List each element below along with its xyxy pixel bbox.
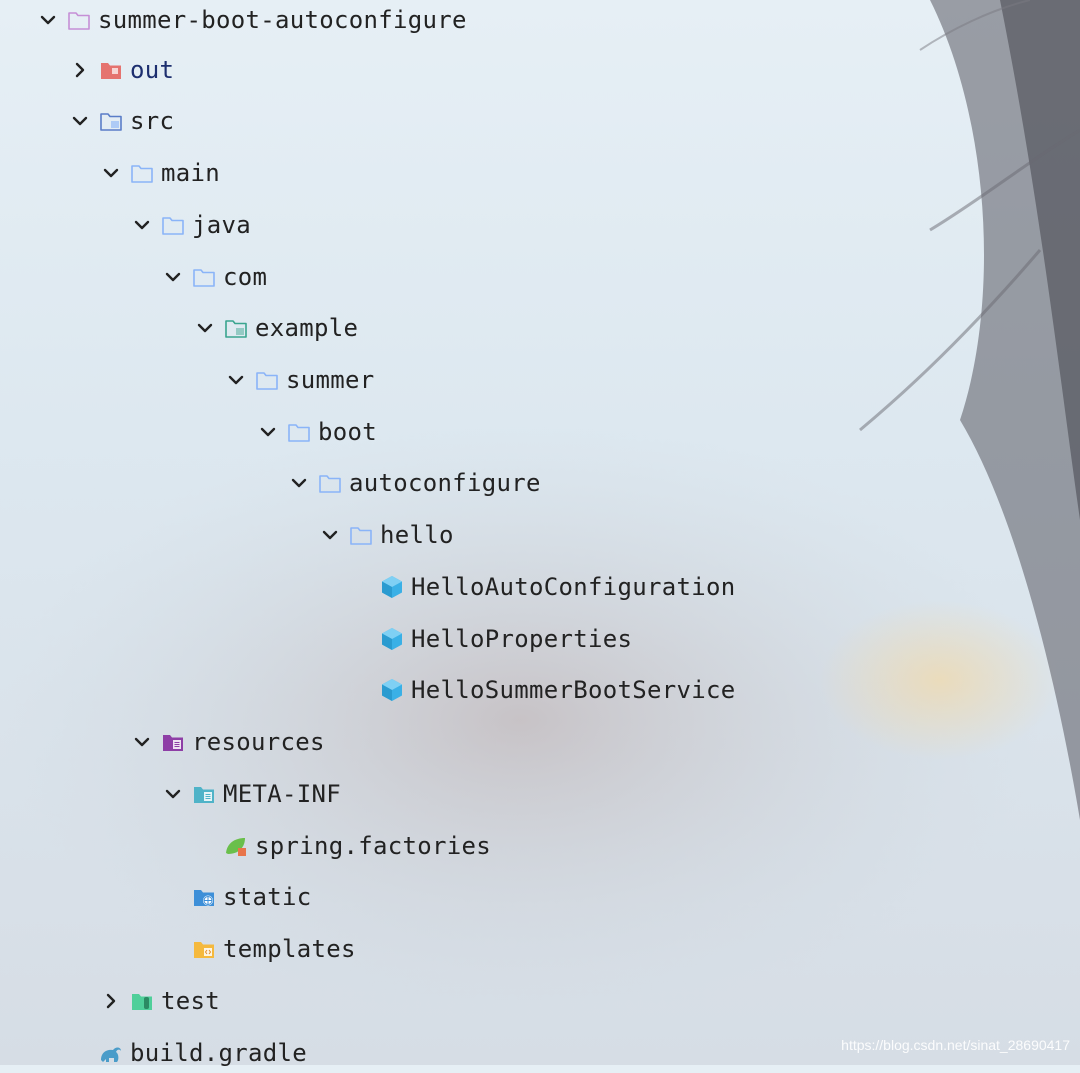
tree-item-static[interactable]: static [161,877,312,917]
spring-leaf-icon [223,833,249,859]
tree-item-label: java [192,211,251,239]
tree-item-label: META-INF [223,780,341,808]
chevron-right-icon[interactable] [99,989,123,1013]
folder-icon [348,522,374,548]
resources-folder-icon [160,729,186,755]
tree-item-hello[interactable]: hello [318,515,454,555]
package-folder-icon [223,315,249,341]
tree-item-src[interactable]: src [68,101,174,141]
tree-item-example[interactable]: example [193,308,358,348]
chevron-down-icon[interactable] [36,8,60,32]
class-cube-icon [379,677,405,703]
tree-item-label: summer [286,366,375,394]
tree-item-label: summer-boot-autoconfigure [98,6,467,34]
source-folder-icon [98,108,124,134]
tree-item-resources[interactable]: resources [130,722,325,762]
tree-item-spring-factories[interactable]: spring.factories [193,826,491,866]
tree-item-hellosummerbootservice[interactable]: HelloSummerBootService [349,670,735,710]
tree-item-label: hello [380,521,454,549]
tree-item-java[interactable]: java [130,205,251,245]
tree-item-out[interactable]: out [68,50,174,90]
tree-item-com[interactable]: com [161,257,267,297]
tree-item-label: HelloProperties [411,625,633,653]
chevron-down-icon[interactable] [224,368,248,392]
chevron-down-icon[interactable] [256,420,280,444]
folder-icon [160,212,186,238]
tree-item-label: boot [318,418,377,446]
tree-item-templates[interactable]: templates [161,929,356,969]
test-folder-icon [129,988,155,1014]
tree-item-main[interactable]: main [99,153,220,193]
tree-item-label: build.gradle [130,1039,307,1067]
chevron-down-icon[interactable] [130,730,154,754]
tree-item-label: HelloAutoConfiguration [411,573,736,601]
tree-item-build-gradle[interactable]: build.gradle [68,1033,307,1073]
excluded-folder-icon [98,57,124,83]
chevron-right-icon[interactable] [68,58,92,82]
tree-item-label: templates [223,935,356,963]
tree-item-label: static [223,883,312,911]
gradle-icon [98,1040,124,1066]
module-folder-icon [66,7,92,33]
tree-item-label: spring.factories [255,832,491,860]
templates-folder-icon [191,936,217,962]
tree-item-meta-inf[interactable]: META-INF [161,774,341,814]
chevron-down-icon[interactable] [99,161,123,185]
folder-icon [254,367,280,393]
watermark: https://blog.csdn.net/sinat_28690417 [841,1037,1070,1053]
chevron-down-icon[interactable] [130,213,154,237]
tree-item-label: main [161,159,220,187]
tree-item-label: src [130,107,175,135]
tree-item-autoconfigure[interactable]: autoconfigure [287,463,541,503]
tree-item-summer[interactable]: summer [224,360,375,400]
chevron-down-icon[interactable] [161,782,185,806]
tree-item-helloproperties[interactable]: HelloProperties [349,619,632,659]
tree-item-label: example [255,314,359,342]
chevron-down-icon[interactable] [193,316,217,340]
chevron-down-icon[interactable] [287,471,311,495]
tree-item-boot[interactable]: boot [256,412,377,452]
tree-item-test[interactable]: test [99,981,220,1021]
tree-item-label: test [161,987,220,1015]
tree-item-label: resources [192,728,325,756]
class-cube-icon [379,626,405,652]
folder-icon [191,264,217,290]
folder-icon [317,470,343,496]
class-cube-icon [379,574,405,600]
folder-icon [286,419,312,445]
meta-folder-icon [191,781,217,807]
chevron-down-icon[interactable] [68,109,92,133]
chevron-down-icon[interactable] [318,523,342,547]
tree-item-label: autoconfigure [349,469,541,497]
tree-item-summer-boot-autoconfigure[interactable]: summer-boot-autoconfigure [36,0,467,40]
web-folder-icon [191,884,217,910]
folder-icon [129,160,155,186]
chevron-down-icon[interactable] [161,265,185,289]
tree-item-label: out [130,56,175,84]
tree-item-label: com [223,263,268,291]
tree-item-helloautoconfiguration[interactable]: HelloAutoConfiguration [349,567,735,607]
tree-item-label: HelloSummerBootService [411,676,736,704]
